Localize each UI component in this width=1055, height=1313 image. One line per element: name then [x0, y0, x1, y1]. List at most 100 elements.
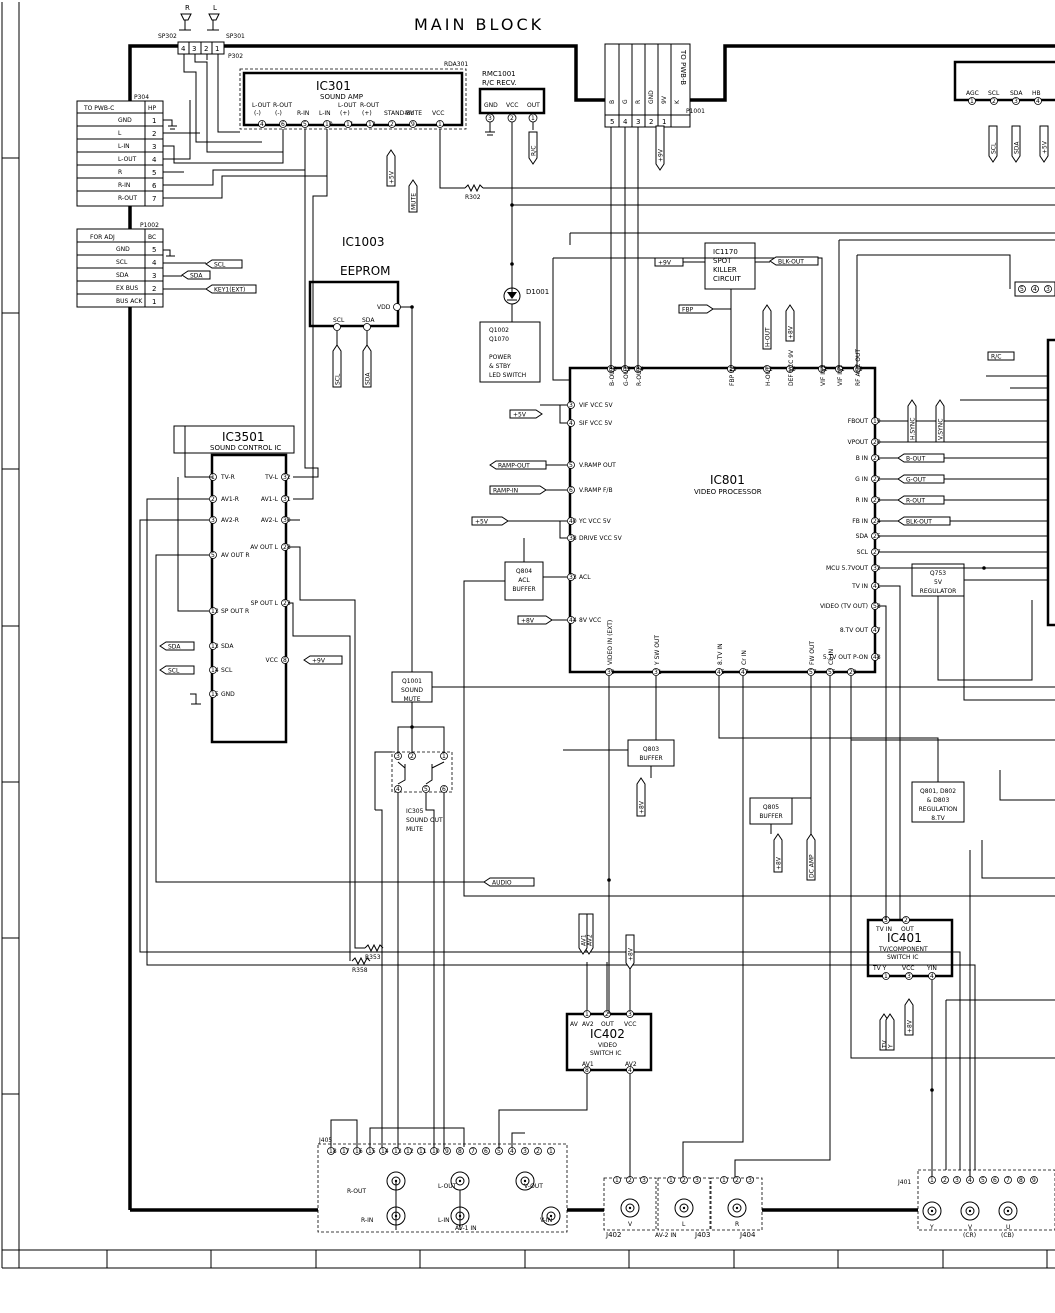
rca-jack-inner	[391, 1211, 401, 1221]
pin-number: 1	[884, 973, 888, 980]
resistor-label: R353	[365, 954, 381, 961]
box-label: ACL	[518, 577, 530, 584]
pin-circle	[968, 97, 976, 105]
pin-number: 8	[283, 657, 287, 664]
pin-circle	[567, 461, 575, 469]
pin-circle	[567, 401, 575, 409]
ic301-pin-label: (+)	[362, 110, 372, 117]
pin-circle	[720, 1176, 728, 1184]
rca-jack-icon	[386, 1206, 406, 1226]
ic3501-right-pin-label: TV-L	[264, 474, 279, 481]
signal-tag-text: AV1	[581, 934, 588, 946]
main-block-title: MAIN BLOCK	[414, 15, 544, 34]
pin-circle	[941, 1176, 949, 1184]
signal-tag-text: +5V	[513, 412, 527, 419]
signal-tag-text: B-OUT	[906, 456, 926, 463]
signal-tag: +5V	[471, 516, 509, 526]
ic1170-label: SPOT	[713, 257, 732, 265]
ic3501-left-pin-label: SDA	[221, 643, 234, 650]
ic3501-right-pin-label: VCC	[266, 657, 278, 664]
signal-tag: SCL	[205, 259, 243, 269]
pin-circle	[1017, 1176, 1025, 1184]
box-label: MUTE	[403, 696, 420, 703]
rca-jack-icon	[998, 1201, 1018, 1221]
wire	[369, 1127, 465, 1147]
signal-tag: SDA	[159, 641, 195, 651]
ic801-right-pin-label: R IN	[856, 497, 868, 504]
ic402-pin-label: AV1	[582, 1061, 594, 1068]
signal-tag: +8V	[517, 615, 553, 625]
pin-number: 2	[410, 753, 414, 760]
signal-tag-shape	[897, 495, 945, 505]
pin-number: 55	[828, 669, 836, 676]
rca-jack-outer	[727, 1198, 747, 1218]
ic402-pin-label: AV2	[625, 1061, 637, 1068]
pin-number: 3	[907, 973, 911, 980]
rmc1001-receiver: RMC1001 R/C RECV. GND VCC OUT 3 2 1	[478, 70, 546, 292]
j405-ref: J405	[318, 1137, 332, 1144]
signal-tag: KEY1(EXT)	[205, 284, 257, 294]
pin-number: 36	[609, 366, 617, 373]
signal-tag-shape	[386, 149, 396, 187]
svg-text:P304: P304	[134, 94, 149, 101]
rca-jack-pin	[523, 1179, 527, 1183]
pin-number: 10	[325, 121, 333, 128]
pin-circle	[422, 785, 430, 793]
wire	[553, 257, 823, 368]
rca-jack-icon	[450, 1206, 470, 1226]
pin-circle	[209, 516, 217, 524]
pin-number: 45	[717, 669, 725, 676]
j403-jack-label: L	[682, 1221, 686, 1228]
pin-number: 52	[820, 366, 828, 373]
pin-number: 16	[788, 366, 796, 373]
junction-dot	[510, 262, 514, 266]
svg-text:BC: BC	[148, 234, 156, 241]
wire	[463, 580, 1055, 897]
wire	[682, 676, 744, 1178]
pin-number: 48	[873, 654, 881, 661]
pin-number: 1	[585, 1011, 589, 1018]
pin-circle	[693, 1176, 701, 1184]
ic401-pin-label: YIN	[926, 965, 937, 972]
pin-number: 3	[396, 753, 400, 760]
pin-circle	[567, 573, 575, 581]
j401-jack-label: V	[968, 1224, 973, 1231]
rca-jack-inner	[1003, 1206, 1013, 1216]
signal-tag: +5V	[509, 409, 543, 419]
pin-number: 23	[873, 497, 881, 504]
ic801-right-pin-label: SDA	[856, 533, 869, 540]
svg-text:VCC: VCC	[506, 102, 518, 109]
pin-number: 18	[329, 1148, 337, 1155]
pin-number: 47	[873, 627, 881, 634]
signal-tag-shape	[654, 257, 684, 267]
resistor-symbol	[351, 956, 371, 966]
signal-tag-text: R/C	[531, 146, 538, 156]
signal-tag-text: SDA	[1014, 141, 1021, 154]
pin-number: 34	[636, 366, 644, 373]
pin-circle	[990, 97, 998, 105]
p1001-pin-num: 4	[623, 118, 628, 126]
signal-tag-shape	[181, 270, 211, 280]
wire	[374, 751, 392, 810]
svg-text:IC1003: IC1003	[342, 235, 384, 249]
junction-dot	[982, 566, 986, 570]
pin-circle	[583, 1010, 591, 1018]
pin-number: 4	[930, 973, 934, 980]
pin-number: 4	[1036, 98, 1040, 105]
pin-circle	[508, 1147, 516, 1155]
svg-text:FOR ADJ: FOR ADJ	[90, 234, 115, 241]
pin-circle	[680, 1176, 688, 1184]
pin-circle	[301, 120, 309, 128]
pin-number: 39	[607, 669, 615, 676]
speaker-r-icon	[179, 13, 192, 31]
ic401-pin-label: TV IN	[875, 926, 892, 933]
signal-tag-text: DC AMP	[809, 854, 816, 878]
signal-tag: BLK-OUT	[769, 256, 819, 266]
pin-circle	[871, 532, 879, 540]
signal-tag-shape	[1011, 125, 1021, 163]
signal-tag-text: AUDIO	[492, 880, 512, 887]
pin-circle	[281, 516, 289, 524]
signal-tag: AUDIO	[483, 877, 535, 887]
